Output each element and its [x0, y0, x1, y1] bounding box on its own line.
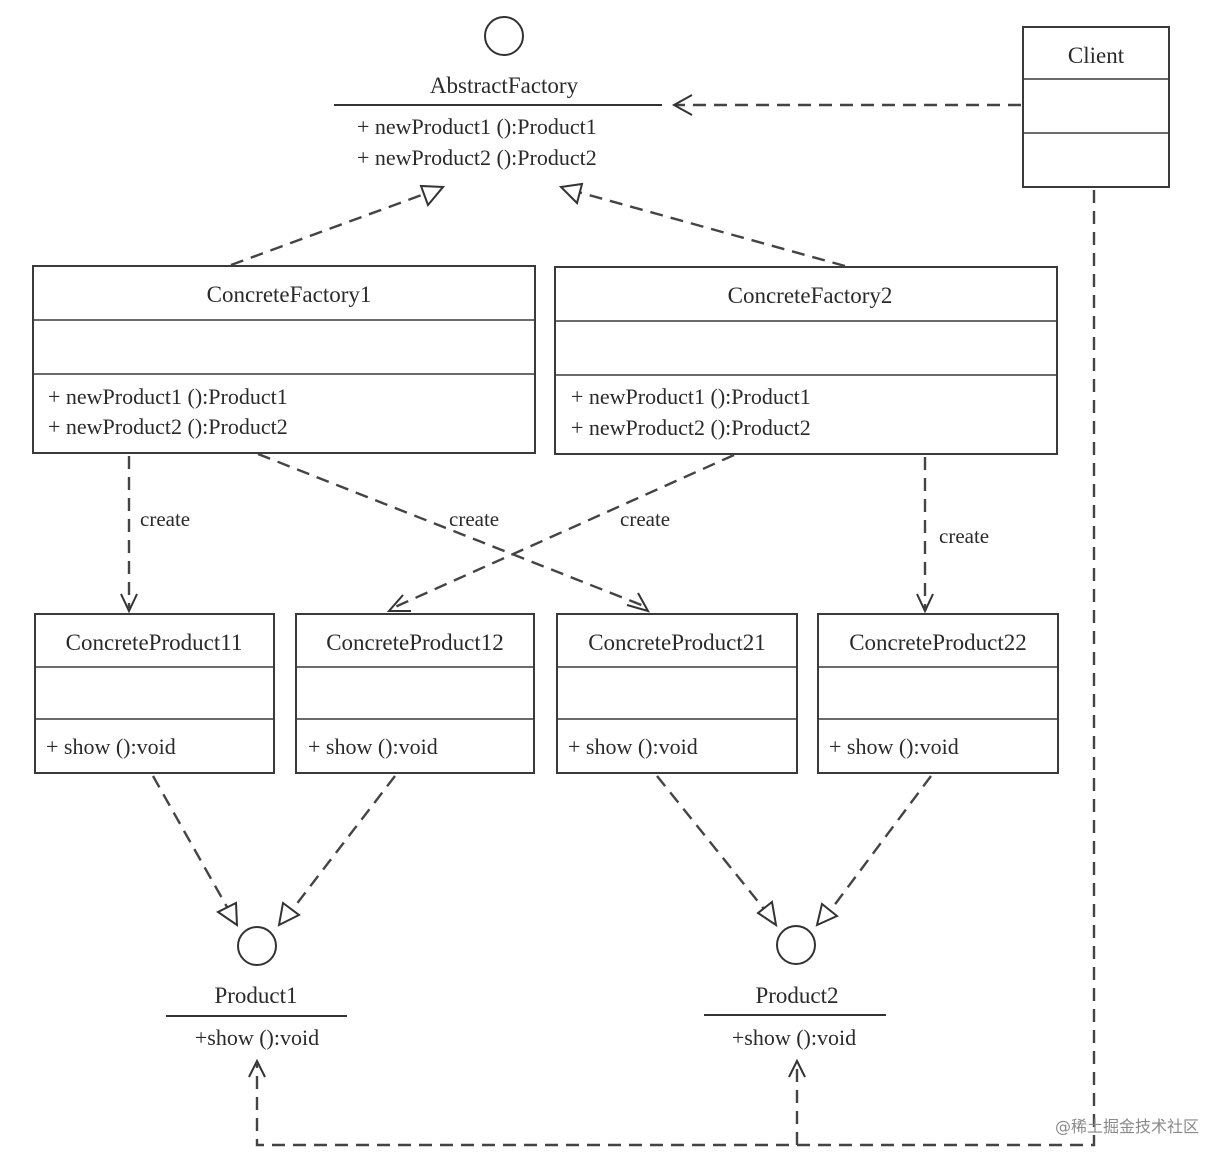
product1-method: +show ():void — [195, 1025, 319, 1050]
concrete-factory1-class: ConcreteFactory1 + newProduct1 ():Produc… — [32, 265, 536, 454]
cf2-creates-cp12: create — [386, 453, 735, 612]
product2-interface-icon — [776, 925, 816, 965]
abstract-factory-title: AbstractFactory — [430, 73, 579, 98]
cf2-creates-cp22: create — [916, 457, 989, 614]
hollow-triangle-arrowhead — [756, 900, 778, 928]
concrete-factory1-box — [32, 265, 536, 454]
hollow-triangle-arrowhead — [558, 182, 584, 205]
concrete-product22-class: ConcreteProduct22 + show ():void — [817, 613, 1059, 774]
cp12-realizes-product1 — [277, 775, 396, 927]
product1-title: Product1 — [214, 983, 297, 1008]
concrete-product12-box — [295, 613, 535, 774]
cf1-realizes-abstract-factory — [230, 184, 446, 267]
cf2-realizes-abstract-factory — [558, 182, 846, 268]
abstract-factory-interface-icon — [484, 16, 524, 56]
create-label: create — [449, 507, 499, 531]
product2-interface: Product2 +show ():void — [704, 925, 886, 1050]
concrete-factory1-title: ConcreteFactory1 — [207, 282, 372, 307]
concrete-product12-class: ConcreteProduct12 + show ():void — [295, 613, 535, 774]
concrete-product11-class: ConcreteProduct11 + show ():void — [34, 613, 275, 774]
concrete-factory1-method-1: + newProduct1 ():Product1 — [48, 384, 288, 409]
concrete-product12-title: ConcreteProduct12 — [326, 630, 504, 655]
product1-interface-icon — [237, 926, 277, 966]
cp21-realizes-product2 — [656, 775, 778, 928]
concrete-product21-class: ConcreteProduct21 + show ():void — [556, 613, 798, 774]
concrete-factory2-box — [554, 266, 1058, 455]
product2-title: Product2 — [755, 983, 838, 1008]
concrete-product21-title: ConcreteProduct21 — [588, 630, 766, 655]
open-arrowhead — [386, 594, 411, 612]
concrete-factory2-title: ConcreteFactory2 — [728, 283, 893, 308]
concrete-factory2-class: ConcreteFactory2 + newProduct1 ():Produc… — [554, 266, 1058, 455]
hollow-triangle-arrowhead — [419, 184, 446, 207]
create-label: create — [140, 507, 190, 531]
realization-line — [151, 775, 229, 908]
abstract-factory-method-1: + newProduct1 ():Product1 — [357, 114, 597, 139]
client-to-products-dependency — [248, 190, 1096, 1147]
concrete-product11-method: + show ():void — [46, 734, 176, 759]
cf1-creates-cp11: create — [120, 456, 190, 614]
realization-line — [829, 775, 932, 912]
concrete-factory1-method-2: + newProduct2 ():Product2 — [48, 414, 288, 439]
concrete-product11-title: ConcreteProduct11 — [66, 630, 243, 655]
realization-line — [656, 775, 765, 910]
cp22-realizes-product2 — [815, 775, 932, 927]
client-to-product1-line — [255, 190, 1096, 1147]
concrete-product21-method: + show ():void — [568, 734, 698, 759]
concrete-product22-method: + show ():void — [829, 734, 959, 759]
realization-line — [230, 191, 428, 267]
create-line — [257, 452, 645, 608]
hollow-triangle-arrowhead — [815, 902, 839, 927]
concrete-factory2-method-2: + newProduct2 ():Product2 — [571, 415, 811, 440]
abstract-factory-interface: AbstractFactory + newProduct1 ():Product… — [334, 16, 662, 170]
create-label: create — [939, 524, 989, 548]
create-label: create — [620, 507, 670, 531]
concrete-product21-box — [556, 613, 798, 774]
open-arrowhead — [916, 593, 934, 614]
client-title: Client — [1068, 43, 1125, 68]
hollow-triangle-arrowhead — [216, 901, 239, 927]
open-arrowhead — [671, 94, 693, 116]
concrete-product12-method: + show ():void — [308, 734, 438, 759]
cp11-realizes-product1 — [151, 775, 239, 927]
concrete-product22-box — [817, 613, 1059, 774]
open-arrowhead — [120, 593, 138, 614]
create-line — [394, 453, 735, 609]
abstract-factory-method-2: + newProduct2 ():Product2 — [357, 145, 597, 170]
client-to-abstract-factory-dependency — [671, 94, 1021, 116]
product2-method: +show ():void — [732, 1025, 856, 1050]
realization-line — [291, 775, 396, 911]
product1-interface: Product1 +show ():void — [166, 926, 347, 1050]
realization-line — [577, 190, 846, 268]
concrete-product11-box — [34, 613, 275, 774]
product1-open-arrowhead — [248, 1058, 266, 1078]
client-class-box — [1022, 26, 1170, 188]
hollow-triangle-arrowhead — [277, 901, 301, 927]
product2-open-arrowhead — [788, 1058, 806, 1078]
concrete-factory2-method-1: + newProduct1 ():Product1 — [571, 384, 811, 409]
open-arrowhead — [626, 592, 651, 613]
cf1-creates-cp21: create — [257, 452, 651, 613]
watermark-text: @稀土掘金技术社区 — [1055, 1117, 1199, 1136]
client-class: Client — [1022, 26, 1170, 188]
concrete-product22-title: ConcreteProduct22 — [849, 630, 1027, 655]
